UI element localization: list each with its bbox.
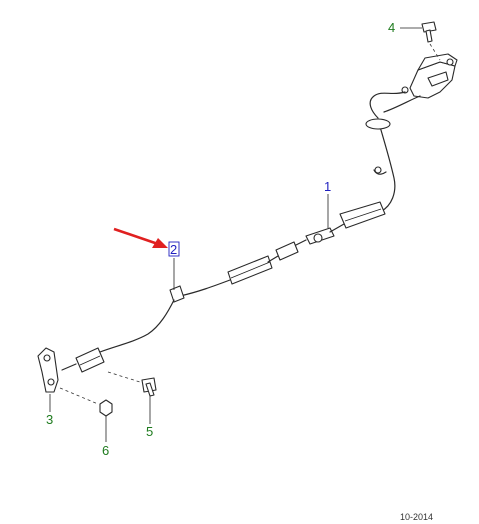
lower-bracket [37, 347, 59, 393]
screw-part-4 [421, 21, 441, 61]
callout-3[interactable]: 3 [46, 412, 53, 427]
callout-2-highlight-box [168, 241, 180, 257]
cable-sheath-upper [305, 201, 386, 245]
cable-joint-and-lower-cable [61, 285, 185, 373]
cable-end-fitting [374, 166, 382, 174]
callout-leaders [49, 27, 422, 442]
cable-middle-section [179, 239, 307, 297]
brake-lever-assembly [401, 53, 458, 99]
callout-2[interactable]: 2 [170, 242, 177, 257]
callout-5[interactable]: 5 [146, 424, 153, 439]
callout-1[interactable]: 1 [324, 179, 331, 194]
callout-4[interactable]: 4 [388, 20, 395, 35]
red-pointer-arrow [113, 227, 168, 248]
cable-grommet [365, 118, 391, 130]
date-code: 10-2014 [400, 512, 433, 522]
upper-cable-run [365, 91, 421, 213]
callout-6[interactable]: 6 [102, 443, 109, 458]
bolt-part-5 [107, 371, 157, 397]
nut-part-6 [59, 387, 113, 417]
